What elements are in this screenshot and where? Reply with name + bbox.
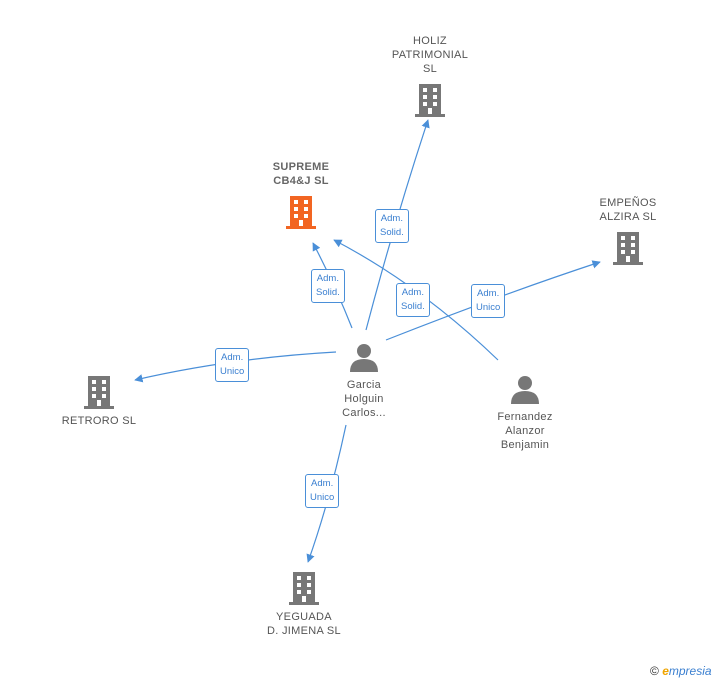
node-retroro[interactable]: RETRORO SL [49,374,149,428]
node-supreme[interactable]: SUPREME CB4&J SL [251,160,351,230]
role-badge[interactable]: Adm. Unico [471,284,506,318]
node-yeguada[interactable]: YEGUADA D. JIMENA SL [244,570,364,638]
role-badge[interactable]: Adm. Solid. [375,209,409,243]
role-badge[interactable]: Adm. Solid. [311,269,345,303]
node-label: Fernandez Alanzor Benjamin [497,411,553,451]
node-empenos[interactable]: EMPEÑOS ALZIRA SL [578,196,678,266]
node-label: RETRORO SL [61,415,137,427]
node-label: EMPEÑOS ALZIRA SL [599,197,657,223]
node-label: HOLIZ PATRIMONIAL SL [391,35,469,75]
node-holiz[interactable]: HOLIZ PATRIMONIAL SL [380,34,480,118]
footer-brand: © empresia [650,664,712,678]
building-icon [84,376,114,409]
role-badge[interactable]: Adm. Unico [215,348,250,382]
building-icon [415,84,445,117]
copyright-symbol: © [650,664,659,678]
node-fernandez[interactable]: Fernandez Alanzor Benjamin [475,374,575,452]
role-badge[interactable]: Adm. Solid. [396,283,430,317]
node-label: YEGUADA D. JIMENA SL [267,611,341,637]
role-badge[interactable]: Adm. Unico [305,474,340,508]
building-icon [286,196,316,229]
node-label: Garcia Holguin Carlos... [342,379,386,419]
node-garcia[interactable]: Garcia Holguin Carlos... [314,342,414,420]
brand-logo: empresia [662,664,712,678]
building-icon [289,572,319,605]
node-label: SUPREME CB4&J SL [272,161,330,187]
person-icon [350,344,378,372]
person-icon [511,376,539,404]
building-icon [613,232,643,265]
